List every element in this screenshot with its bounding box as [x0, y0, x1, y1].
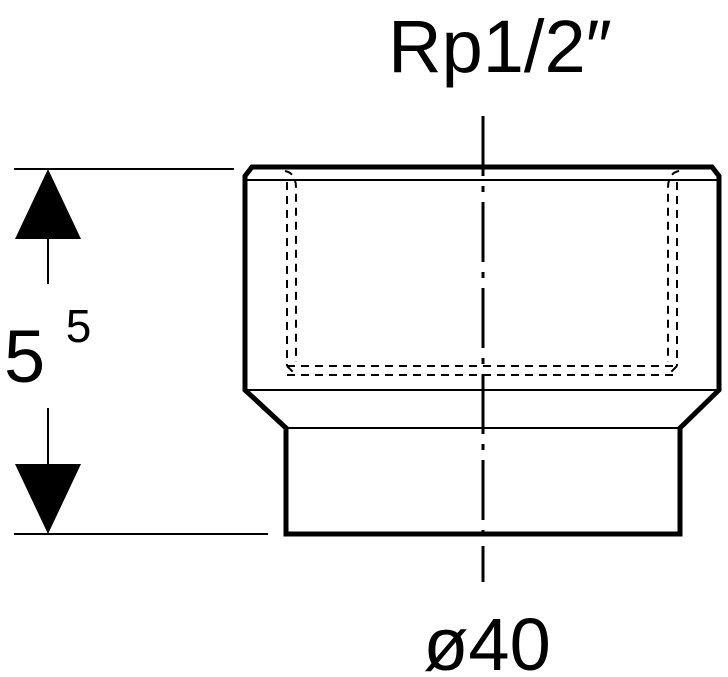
hidden-thread-lines — [284, 170, 680, 376]
dimension-arrow-down-icon — [15, 464, 81, 534]
dimension-arrow-up-icon — [15, 169, 81, 239]
height-dimension-label: 5 5 — [4, 300, 91, 398]
thread-size-label: Rp1/2″ — [388, 5, 612, 88]
height-dimension-value: 5 — [4, 315, 45, 398]
diameter-label: ø40 — [423, 603, 551, 677]
height-dimension-superscript: 5 — [66, 300, 92, 352]
